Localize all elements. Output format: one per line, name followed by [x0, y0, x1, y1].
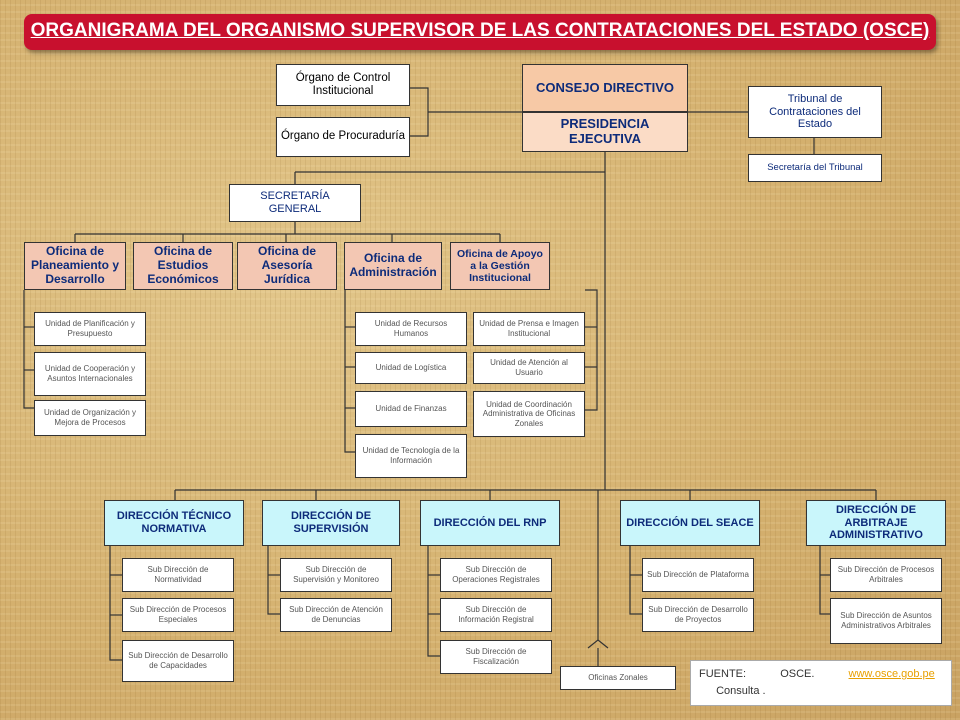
organo-procuraduria-box: Órgano de Procuraduría — [276, 117, 410, 157]
presidencia-ejecutiva-box: PRESIDENCIA EJECUTIVA — [522, 112, 688, 152]
page-title: ORGANIGRAMA DEL ORGANISMO SUPERVISOR DE … — [30, 20, 930, 41]
sub-proyectos-box: Sub Dirección de Desarrollo de Proyectos — [642, 598, 754, 632]
connector-line — [427, 546, 440, 657]
sub-fiscalizacion-box: Sub Dirección de Fiscalización — [440, 640, 552, 674]
direccion-seace-box: DIRECCIÓN DEL SEACE — [620, 500, 760, 546]
unidad-logistica-box: Unidad de Logística — [355, 352, 467, 384]
direccion-supervision-box: DIRECCIÓN DE SUPERVISIÓN — [262, 500, 400, 546]
sub-procesos-especiales-box: Sub Dirección de Procesos Especiales — [122, 598, 234, 632]
tribunal-box: Tribunal de Contrataciones del Estado — [748, 86, 882, 138]
oficina-planeamiento-box: Oficina de Planeamiento y Desarrollo — [24, 242, 126, 290]
title-banner: ORGANIGRAMA DEL ORGANISMO SUPERVISOR DE … — [24, 14, 936, 50]
direccion-rnp-box: DIRECCIÓN DEL RNP — [420, 500, 560, 546]
unidad-finanzas-box: Unidad de Finanzas — [355, 391, 467, 427]
sub-denuncias-box: Sub Dirección de Atención de Denuncias — [280, 598, 392, 632]
oficinas-zonales-box: Oficinas Zonales — [560, 666, 676, 690]
sub-plataforma-box: Sub Dirección de Plataforma — [642, 558, 754, 592]
sub-operaciones-box: Sub Dirección de Operaciones Registrales — [440, 558, 552, 592]
unidad-cooperacion-box: Unidad de Cooperación y Asuntos Internac… — [34, 352, 146, 396]
source-label: FUENTE: — [699, 668, 747, 680]
connector-line — [344, 290, 355, 453]
unidad-coordinacion-box: Unidad de Coordinación Administrativa de… — [473, 391, 585, 437]
direccion-arbitraje-box: DIRECCIÓN DE ARBITRAJE ADMINISTRATIVO — [806, 500, 946, 546]
unidad-atencion-box: Unidad de Atención al Usuario — [473, 352, 585, 384]
oficina-administracion-box: Oficina de Administración — [344, 242, 442, 290]
connector-line — [109, 546, 122, 661]
sub-informacion-box: Sub Dirección de Información Registral — [440, 598, 552, 632]
source-consulta: Consulta . — [716, 684, 766, 697]
sub-supervision-box: Sub Dirección de Supervisión y Monitoreo — [280, 558, 392, 592]
connector-line — [267, 546, 280, 615]
connector-line — [410, 87, 429, 137]
connector-line — [23, 290, 34, 409]
connector-line — [629, 546, 642, 615]
unidad-tecnologia-box: Unidad de Tecnología de la Información — [355, 434, 467, 478]
unidad-prensa-box: Unidad de Prensa e Imagen Institucional — [473, 312, 585, 346]
unidad-planificacion-box: Unidad de Planificación y Presupuesto — [34, 312, 146, 346]
source-note: FUENTE: OSCE. www.osce.gob.pe Consulta . — [690, 660, 952, 706]
sub-administrativos-box: Sub Dirección de Asuntos Administrativos… — [830, 598, 942, 644]
connector-line — [587, 490, 609, 666]
unidad-rrhh-box: Unidad de Recursos Humanos — [355, 312, 467, 346]
sub-arbitrales-box: Sub Dirección de Procesos Arbitrales — [830, 558, 942, 592]
connector-line — [819, 546, 830, 615]
consejo-directivo-box: CONSEJO DIRECTIVO — [522, 64, 688, 112]
unidad-organizacion-box: Unidad de Organización y Mejora de Proce… — [34, 400, 146, 436]
sub-normatividad-box: Sub Dirección de Normatividad — [122, 558, 234, 592]
oficina-estudios-box: Oficina de Estudios Económicos — [133, 242, 233, 290]
oficina-asesoria-box: Oficina de Asesoría Jurídica — [237, 242, 337, 290]
source-name: OSCE. — [780, 668, 815, 680]
organo-control-box: Órgano de Control Institucional — [276, 64, 410, 106]
secretaria-tribunal-box: Secretaría del Tribunal — [748, 154, 882, 182]
sub-capacidades-box: Sub Dirección de Desarrollo de Capacidad… — [122, 640, 234, 682]
secretaria-general-box: SECRETARÍA GENERAL — [229, 184, 361, 222]
connector-line — [585, 289, 598, 411]
source-link[interactable]: www.osce.gob.pe — [848, 668, 935, 680]
direccion-tecnico-box: DIRECCIÓN TÉCNICO NORMATIVA — [104, 500, 244, 546]
oficina-apoyo-box: Oficina de Apoyo a la Gestión Institucio… — [450, 242, 550, 290]
